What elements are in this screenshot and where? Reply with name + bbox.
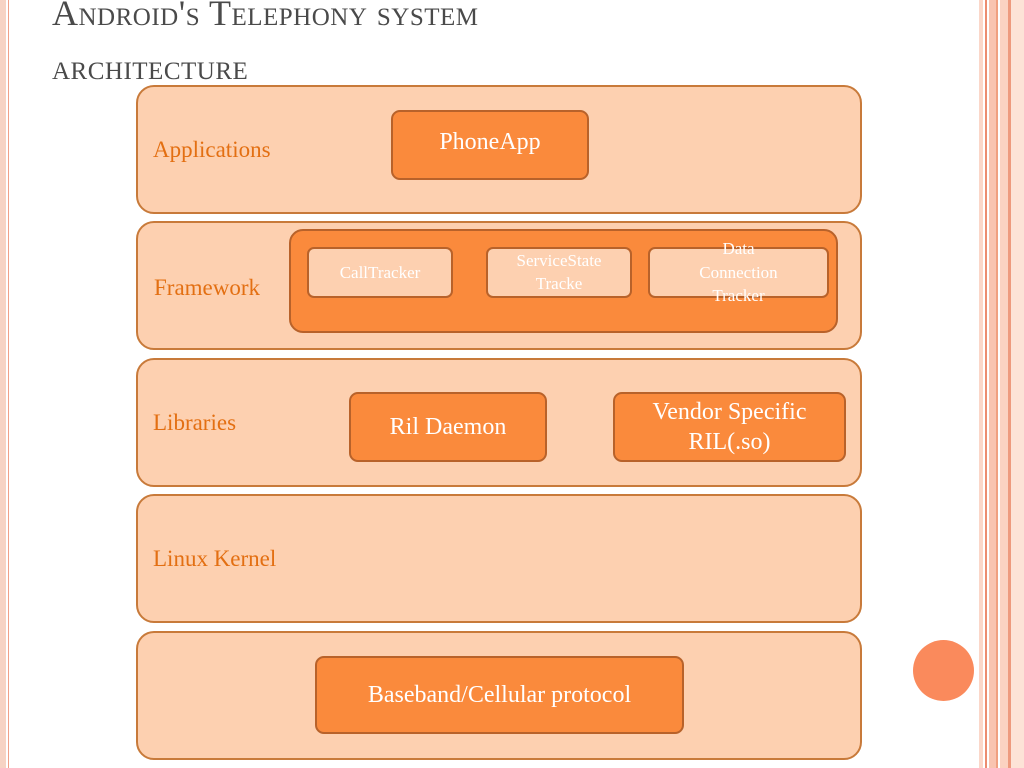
right-decor-stripe [989, 0, 996, 768]
decorative-circle [913, 640, 974, 701]
layer-label-framework: Framework [154, 275, 261, 300]
left-edge-stripe [0, 0, 6, 768]
servicestate-tracker-box: ServiceState Tracke [486, 247, 632, 298]
right-decor-stripe [1011, 0, 1024, 768]
vendor-ril-label: Vendor Specific RIL(.so) [652, 399, 807, 455]
right-decor-stripe [985, 0, 987, 768]
baseband-protocol-box: Baseband/Cellular protocol [315, 656, 684, 734]
phoneapp-box: PhoneApp [391, 110, 589, 180]
layer-label-libraries: Libraries [153, 410, 237, 435]
layer-linux-kernel: Linux Kernel [136, 494, 862, 623]
ril-daemon-label: Ril Daemon [389, 414, 507, 440]
right-decor-stripe [1008, 0, 1011, 768]
ril-daemon-box: Ril Daemon [349, 392, 547, 462]
slide-title: Android's Telephony system architecture [52, 0, 479, 87]
right-decor-stripe [1000, 0, 1008, 768]
right-decor-stripe [996, 0, 998, 768]
vendor-ril-box: Vendor Specific RIL(.so) [613, 392, 846, 462]
calltracker-box: CallTracker [307, 247, 453, 298]
data-connection-tracker-box: Data Connection Tracker [648, 239, 829, 305]
servicestate-tracker-label: ServiceState Tracke [516, 251, 602, 293]
left-edge-line [8, 0, 9, 768]
right-decor-stripe [979, 0, 983, 768]
layer-label-linux-kernel: Linux Kernel [153, 546, 277, 571]
data-connection-tracker-label: Data Connection Tracker [699, 238, 778, 306]
layer-label-applications: Applications [153, 137, 271, 162]
baseband-protocol-label: Baseband/Cellular protocol [367, 682, 632, 708]
phoneapp-label: PhoneApp [439, 129, 541, 155]
calltracker-label: CallTracker [339, 262, 421, 282]
